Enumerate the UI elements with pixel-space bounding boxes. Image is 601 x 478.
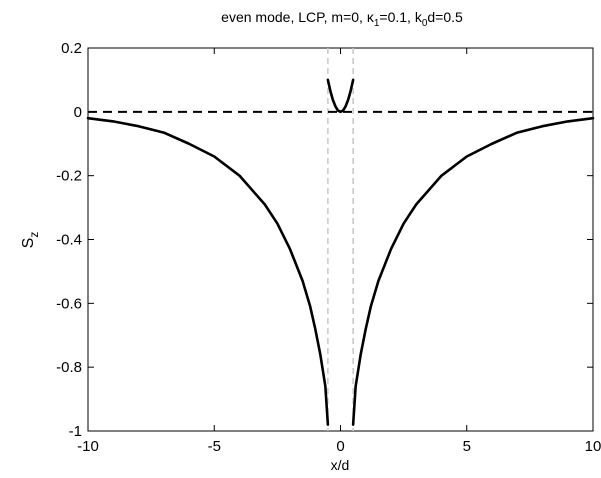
x-tick-label: -10	[77, 438, 99, 455]
x-ticks: -10 -5 0 5 10	[77, 48, 601, 455]
x-tick-label: 5	[463, 438, 471, 455]
x-tick-label: 10	[585, 438, 601, 455]
y-tick-label: -0.2	[56, 168, 82, 185]
chart-title: even mode, LCP, m=0, κ1=0.1, k0d=0.5	[221, 9, 463, 29]
plot-area: -10 -5 0 5 10 0.2 0 -0.2 -0.4 -0.6 -0.8 -1	[56, 40, 601, 455]
series-line-right-outer	[351, 116, 595, 426]
y-ticks: 0.2 0 -0.2 -0.4 -0.6 -0.8 -1	[56, 40, 593, 440]
series-line-left-outer	[86, 116, 330, 426]
x-tick-label: -5	[208, 438, 221, 455]
y-tick-label: -0.8	[56, 359, 82, 376]
x-axis-label: x/d	[331, 457, 350, 473]
x-tick-label: 0	[336, 438, 344, 455]
series-line-inner	[326, 78, 355, 114]
y-tick-label: -0.6	[56, 295, 82, 312]
y-tick-label: -1	[69, 423, 82, 440]
y-tick-label: 0	[74, 104, 82, 121]
series-lines	[86, 78, 595, 426]
y-tick-label: -0.4	[56, 232, 82, 249]
boundary-lines	[327, 48, 354, 431]
y-tick-label: 0.2	[61, 40, 82, 57]
y-axis-label: Sz	[20, 232, 41, 249]
